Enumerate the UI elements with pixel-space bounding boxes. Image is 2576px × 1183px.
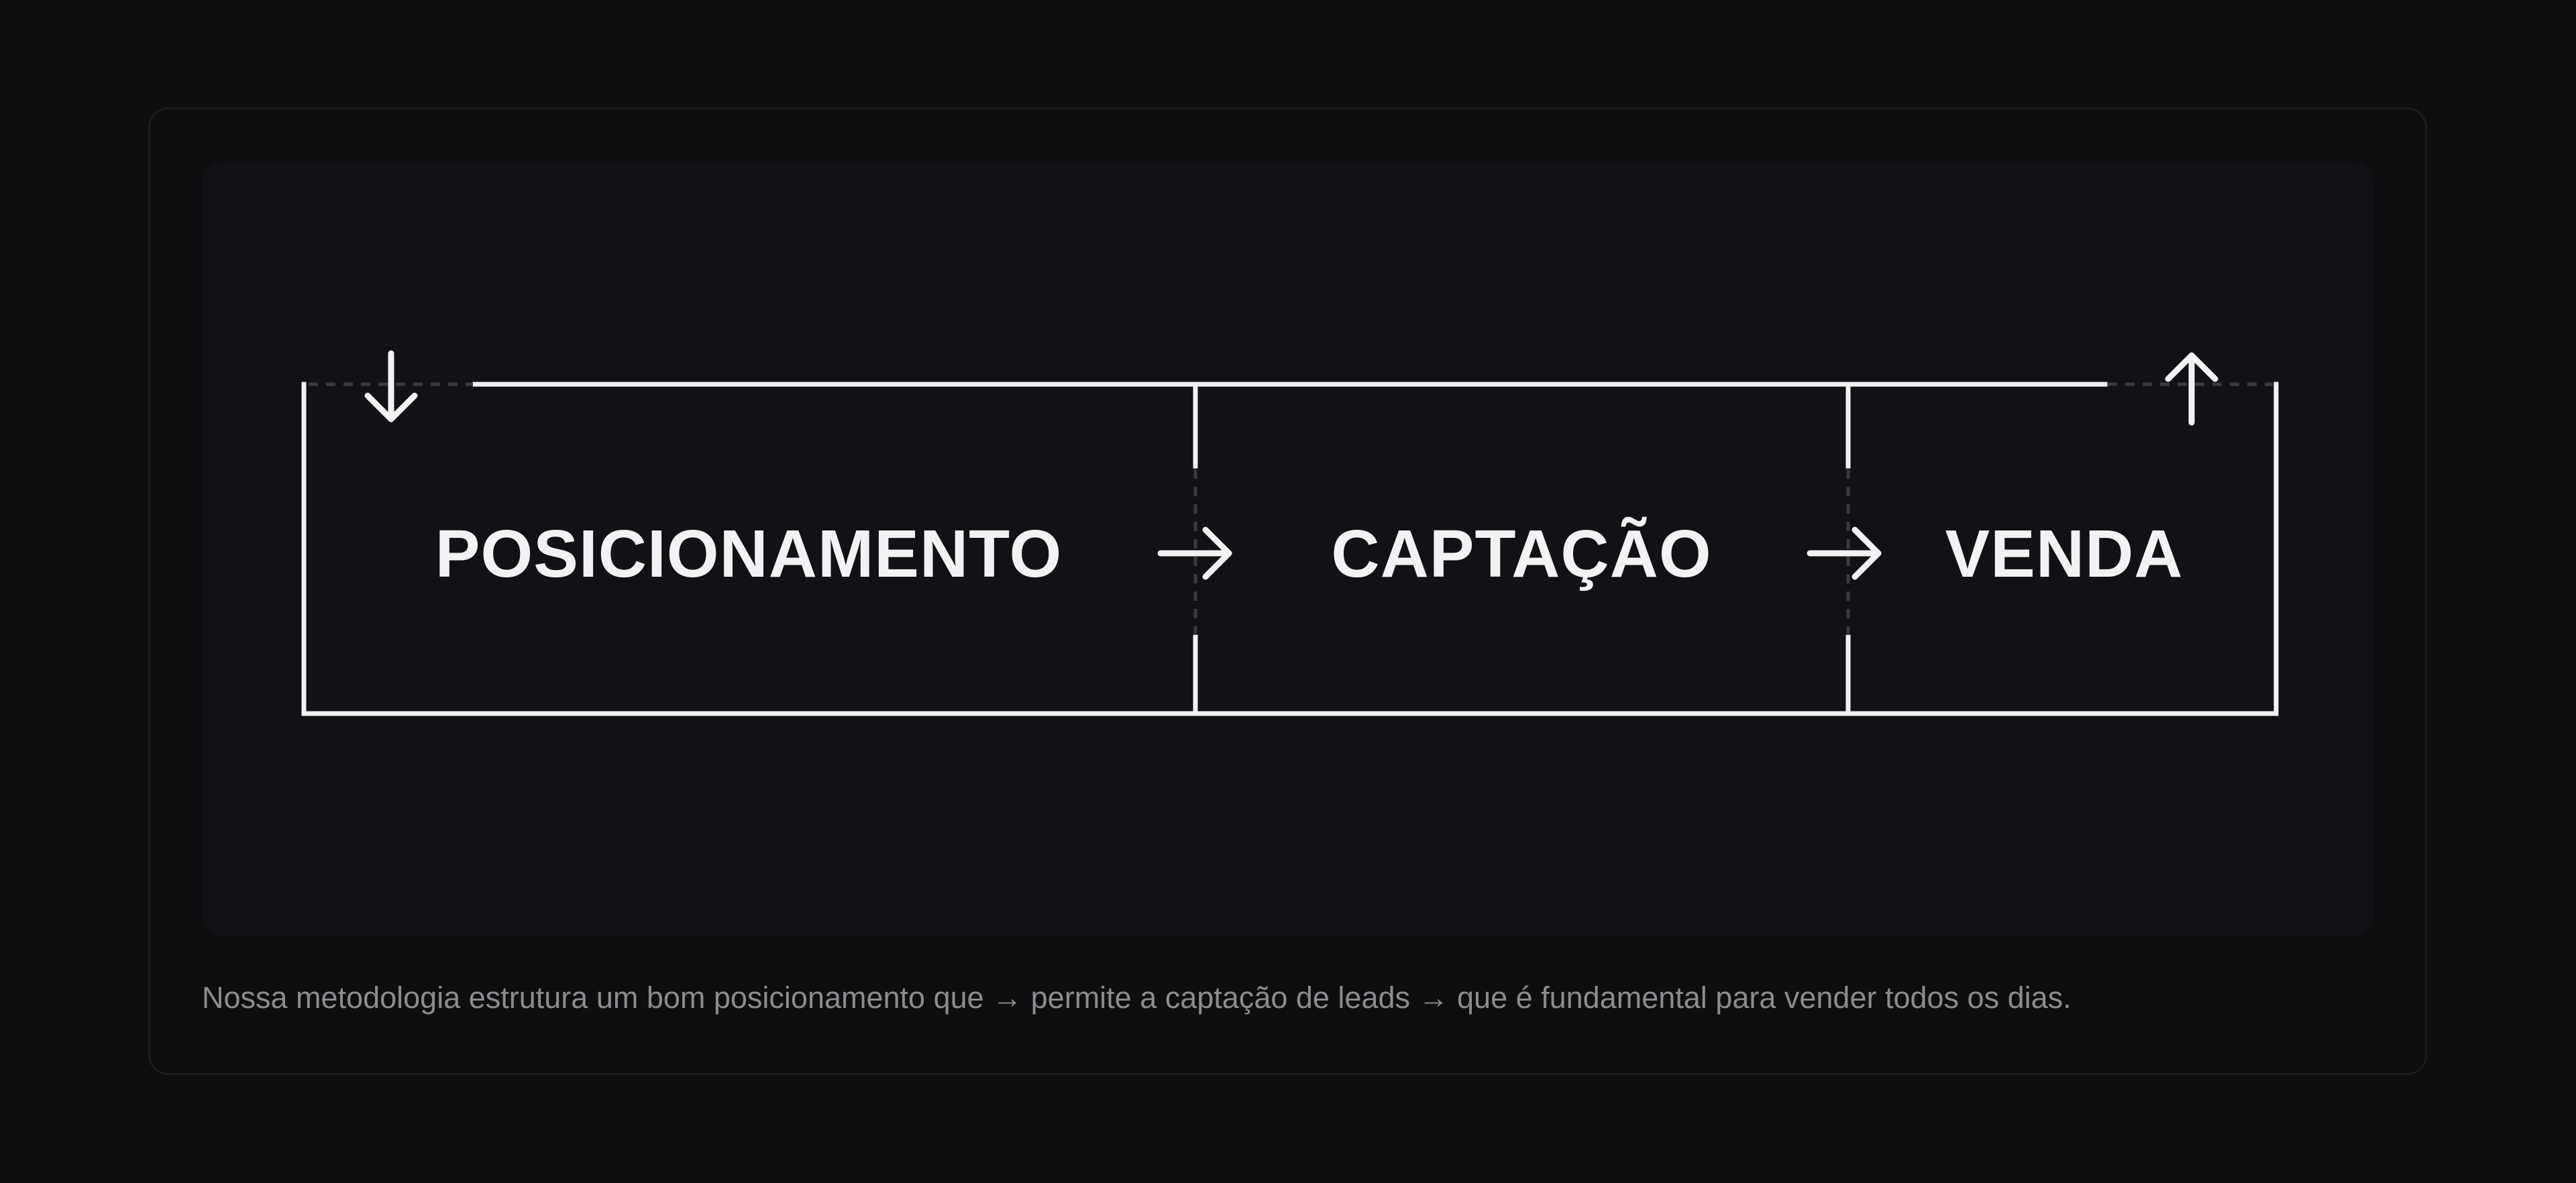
arrow-right-icon <box>1157 526 1232 580</box>
methodology-caption: Nossa metodologia estrutura um bom posic… <box>202 980 2072 1015</box>
stage-label-venda: VENDA <box>1945 516 2183 592</box>
arrow-up-icon <box>2165 352 2218 426</box>
arrow-right-icon <box>1807 526 1882 580</box>
stage-label-captacao: CAPTAÇÃO <box>1331 516 1711 592</box>
diagram-panel <box>202 162 2373 937</box>
stage-label-posicionamento: POSICIONAMENTO <box>435 516 1062 592</box>
arrow-down-icon <box>364 350 418 422</box>
